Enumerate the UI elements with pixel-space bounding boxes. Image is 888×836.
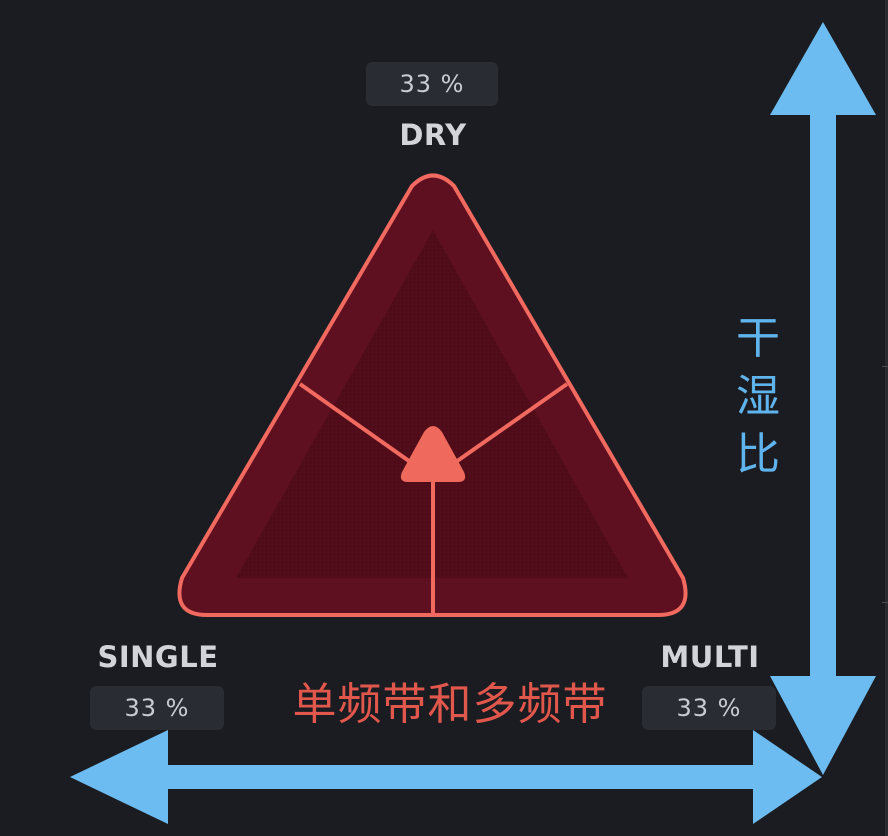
double-arrow-vertical-icon [770, 22, 876, 775]
double-arrow-horizontal-icon [70, 730, 822, 824]
annotation-char: 比 [736, 429, 780, 480]
dry-wet-ratio-annotation: 干 湿 比 [730, 310, 786, 484]
panel-edge-divider [885, 0, 888, 836]
single-value-field[interactable]: 33 % [90, 686, 224, 730]
multi-value-field[interactable]: 33 % [642, 686, 776, 730]
single-value: 33 % [124, 694, 190, 722]
multi-value: 33 % [676, 694, 742, 722]
dry-label: DRY [399, 118, 467, 152]
single-multi-band-annotation: 单频带和多频带 [292, 679, 608, 730]
dry-value-field[interactable]: 33 % [366, 62, 498, 106]
dry-value: 33 % [399, 70, 465, 98]
annotation-char: 湿 [736, 371, 780, 422]
annotation-char: 干 [736, 313, 780, 364]
panel-edge-tick [882, 366, 888, 367]
mix-triangle-inner-area [236, 230, 628, 578]
triangle-handle-icon[interactable] [400, 426, 466, 482]
single-label: SINGLE [97, 640, 219, 674]
panel-edge-tick [882, 602, 888, 603]
multi-label: MULTI [660, 640, 760, 674]
